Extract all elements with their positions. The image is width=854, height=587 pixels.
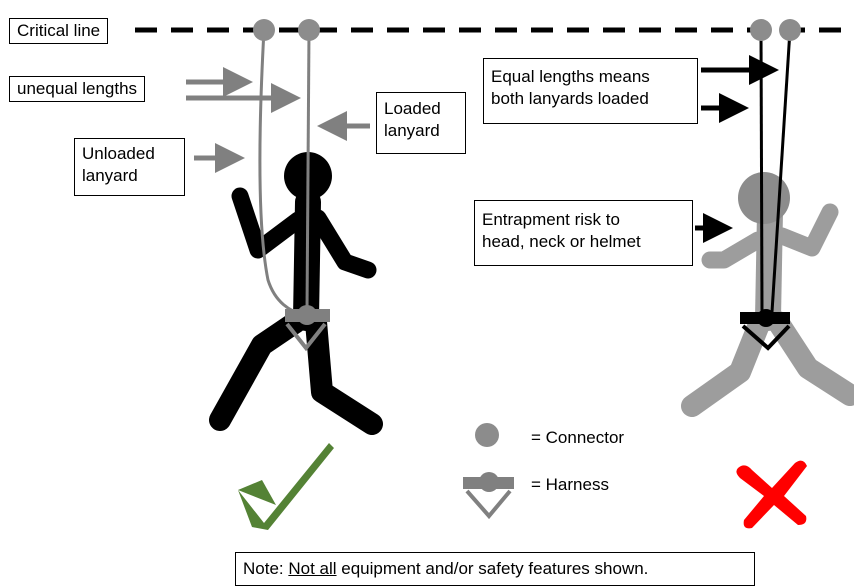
loaded-lanyard-line2: lanyard	[384, 121, 440, 140]
unequal-lengths-label: unequal lengths	[9, 76, 146, 102]
connector-icon	[298, 19, 320, 41]
left-harness	[285, 305, 330, 352]
cross-icon	[736, 460, 807, 529]
entrapment-line1: Entrapment risk to	[482, 210, 620, 229]
critical-line-text: Critical line	[17, 21, 101, 40]
entrapment-line2: head, neck or helmet	[482, 232, 641, 251]
right-harness	[740, 309, 791, 351]
critical-line-label: Critical line	[9, 18, 109, 44]
left-figure	[209, 152, 383, 435]
connector-icon	[779, 19, 801, 41]
unequal-lengths-text: unequal lengths	[17, 79, 138, 98]
legend-harness-text: = Harness	[531, 475, 609, 494]
right-figure	[681, 199, 854, 417]
note-underlined: Not all	[288, 559, 337, 578]
equal-lengths-line1: Equal lengths means	[491, 67, 650, 86]
right-lanyard-2	[770, 29, 792, 313]
note-prefix: Note:	[243, 559, 289, 578]
legend-connector-text: = Connector	[531, 428, 625, 447]
unloaded-lanyard-label: Unloaded lanyard	[74, 138, 185, 196]
unloaded-lanyard-line1: Unloaded	[82, 144, 155, 163]
equal-lengths-line2: both lanyards loaded	[491, 89, 649, 108]
loaded-lanyard-line	[305, 29, 311, 313]
checkmark-icon	[238, 443, 334, 530]
note-suffix: equipment and/or safety features shown.	[336, 559, 649, 578]
right-head	[738, 172, 790, 224]
connector-icon	[475, 423, 499, 447]
connector-icon	[253, 19, 275, 41]
entrapment-label: Entrapment risk to head, neck or helmet	[474, 200, 693, 266]
note-box: Note: Not all equipment and/or safety fe…	[235, 552, 755, 586]
connector-icon	[750, 19, 772, 41]
unloaded-lanyard-line	[258, 29, 306, 317]
unloaded-lanyard-line2: lanyard	[82, 166, 138, 185]
loaded-lanyard-label: Loaded lanyard	[376, 92, 466, 154]
harness-icon	[463, 472, 514, 520]
loaded-lanyard-line1: Loaded	[384, 99, 441, 118]
equal-lengths-label: Equal lengths means both lanyards loaded	[483, 58, 698, 124]
